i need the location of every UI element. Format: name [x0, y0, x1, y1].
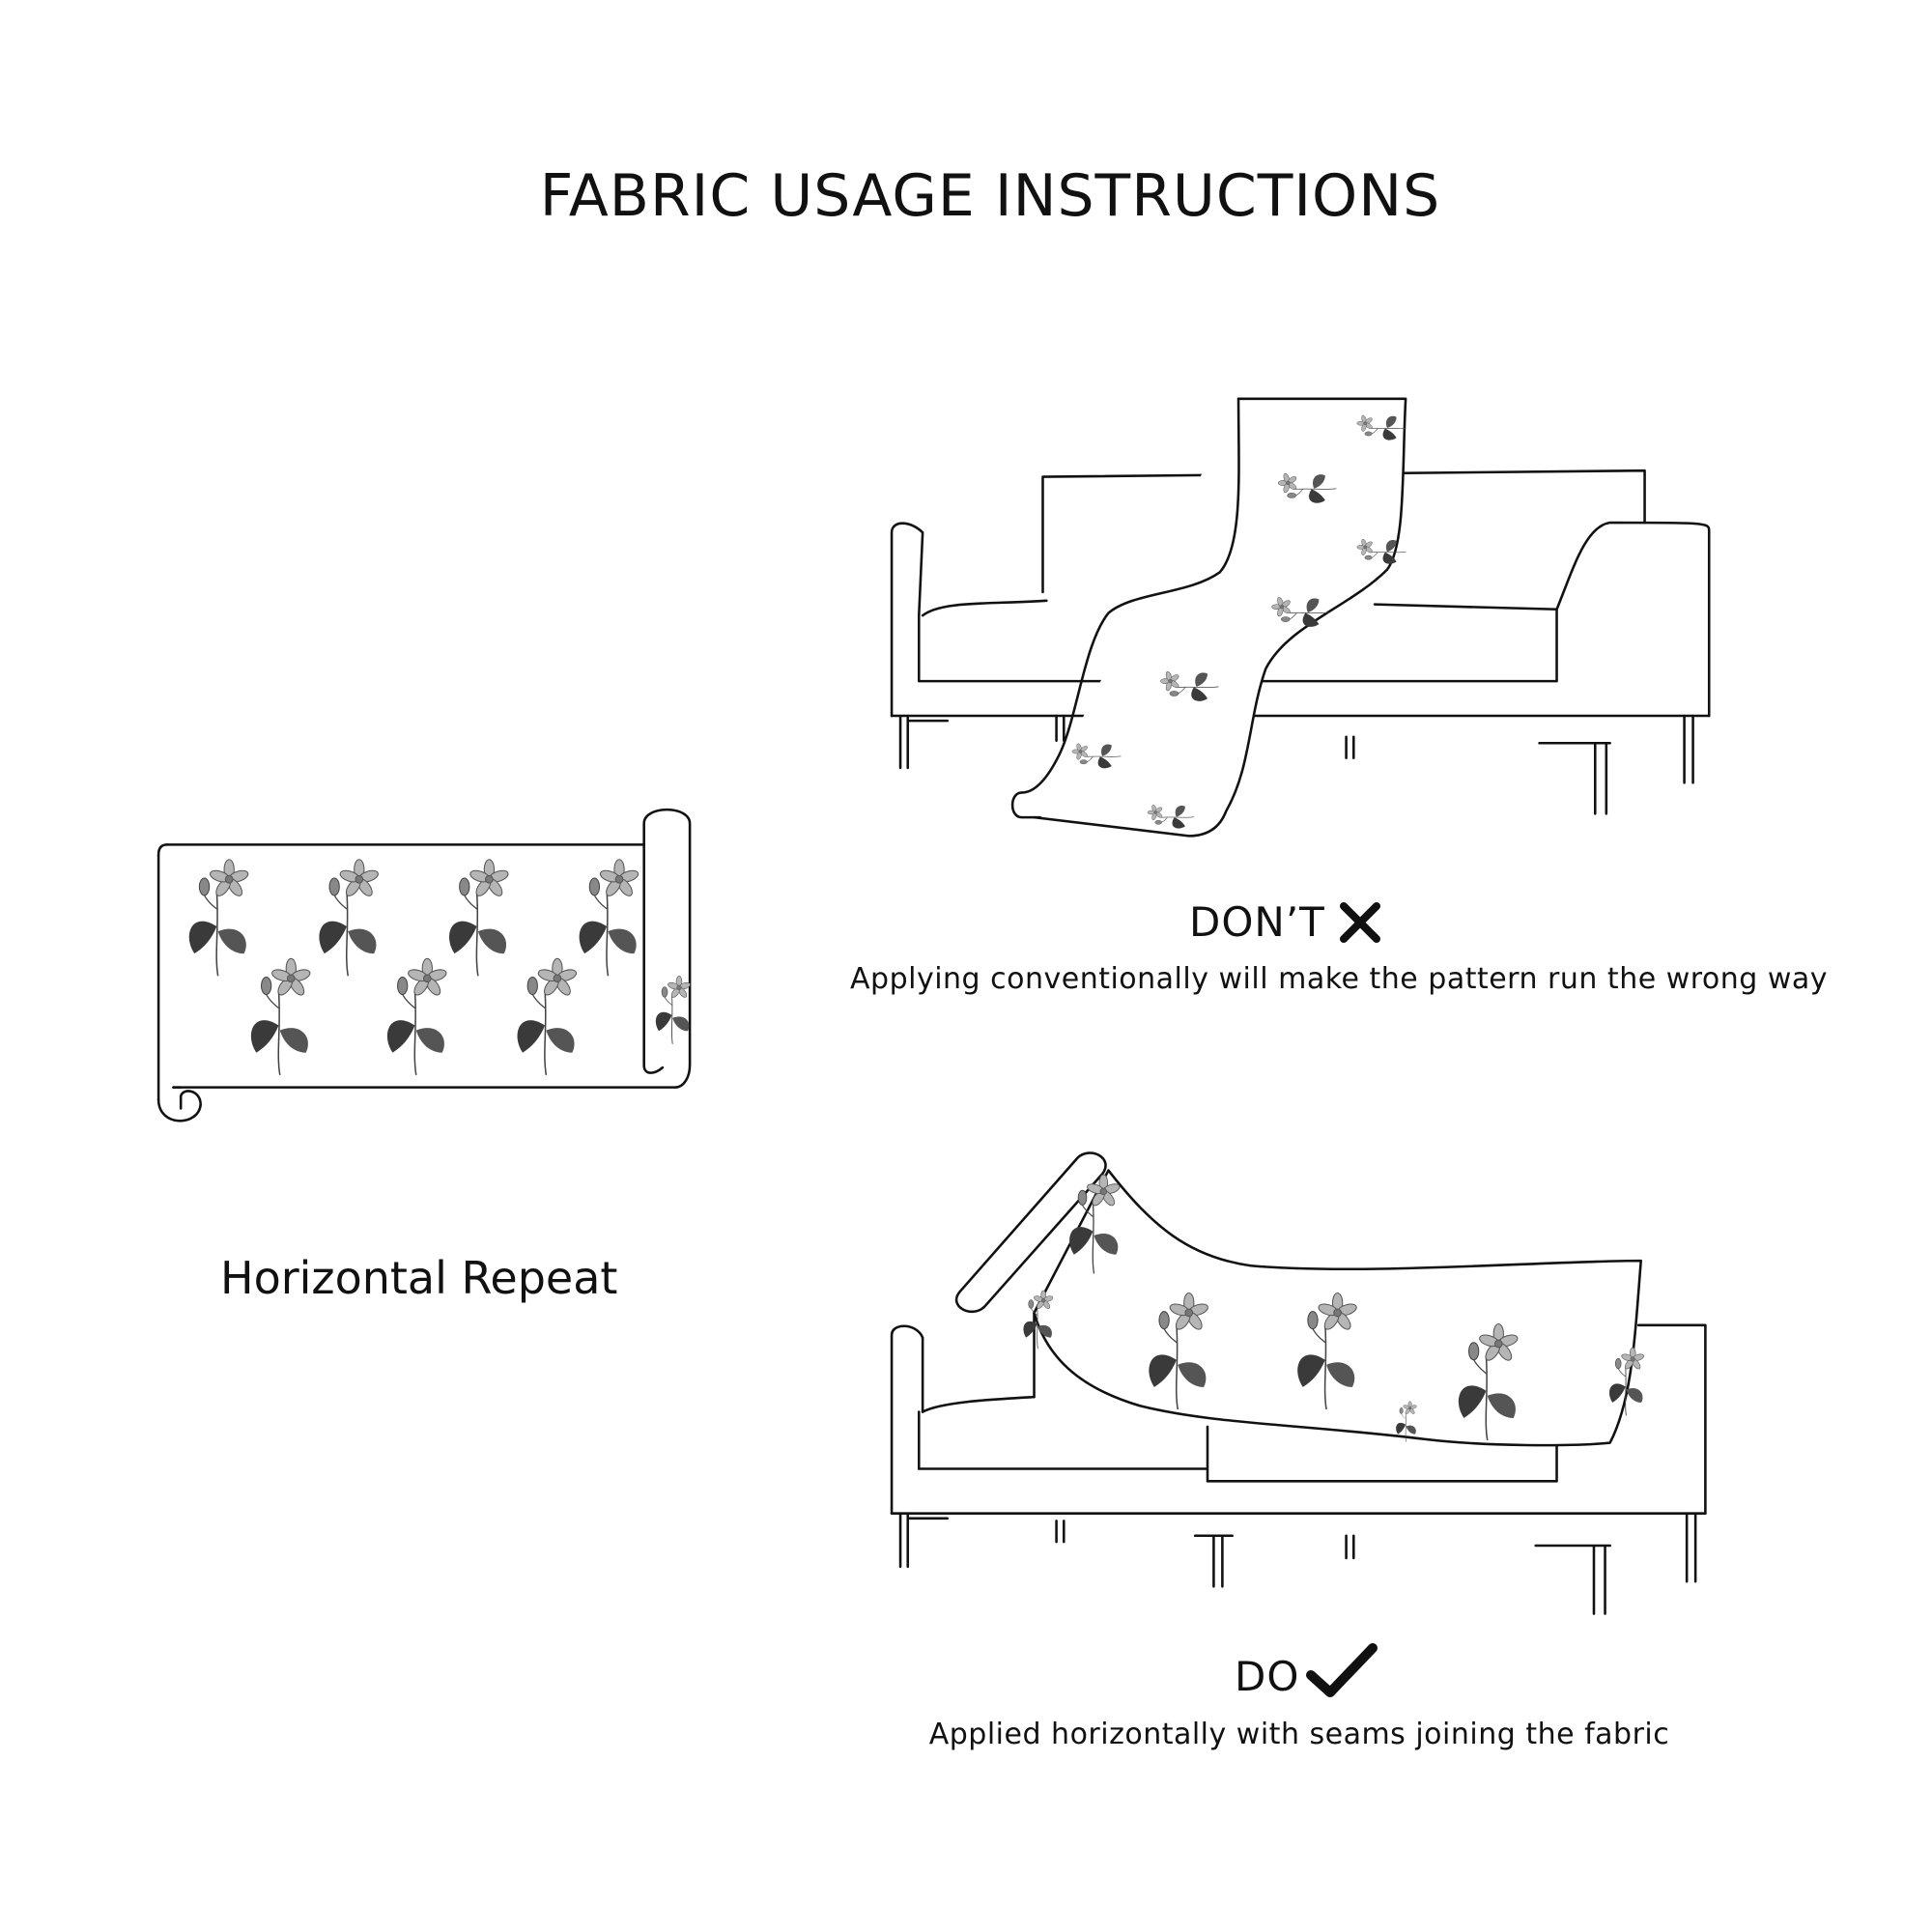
- dont-label: DON’T: [1189, 898, 1325, 946]
- fabric-runner-vertical: [1010, 397, 1407, 838]
- check-mark-icon: [1306, 1643, 1378, 1697]
- do-description: Applied horizontally with seams joining …: [928, 1718, 1670, 1751]
- do-label: DO: [1235, 1653, 1300, 1700]
- dont-description: Applying conventionally will make the pa…: [850, 962, 1829, 996]
- x-mark-icon: [1339, 901, 1380, 943]
- do-heading: DO: [1235, 1642, 1378, 1700]
- sofa-do: [890, 1323, 1707, 1615]
- roll-pattern: [187, 858, 692, 1076]
- page-title: FABRIC USAGE INSTRUCTIONS: [539, 162, 1441, 230]
- horizontal-repeat-label: Horizontal Repeat: [220, 1252, 618, 1304]
- fabric-roll-horizontal: [156, 808, 692, 1122]
- sofa-dont: [890, 469, 1711, 815]
- fabric-runner-horizontal: [954, 1151, 1643, 1447]
- dont-heading: DON’T: [1189, 898, 1381, 946]
